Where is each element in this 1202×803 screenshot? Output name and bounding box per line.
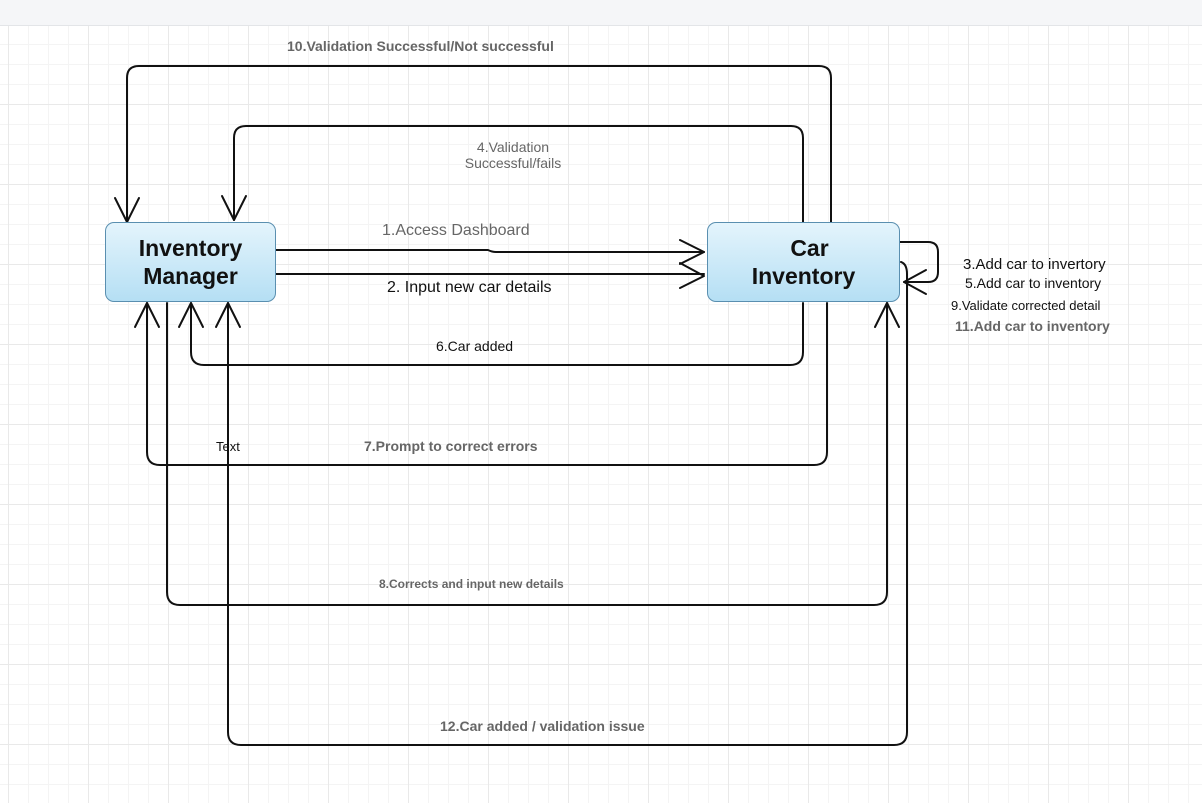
connector-6: [190, 302, 804, 366]
top-toolbar: [0, 0, 1202, 26]
message-label-3: 3.Add car to invertory: [963, 256, 1106, 273]
message-label-11: 11.Add car to inventory: [955, 318, 1110, 334]
arrowhead-6: [178, 302, 204, 328]
connector-8: [166, 302, 888, 606]
message-label-5: 5.Add car to inventory: [965, 275, 1102, 291]
arrowhead-2: [679, 262, 705, 289]
car-inventory-node[interactable]: Car Inventory: [707, 222, 900, 302]
arrowhead-self: [903, 269, 927, 295]
connector-1: [275, 249, 705, 253]
message-label-9: 9.Validate corrected detail: [951, 298, 1101, 313]
connector-self: [899, 241, 939, 283]
connector-10: [126, 65, 832, 223]
message-label-2: 2. Input new car details: [387, 279, 552, 296]
arrowhead-4: [221, 195, 247, 221]
node-label-line: Inventory: [751, 263, 856, 289]
message-label-4-line: 4.Validation: [476, 139, 550, 155]
message-label-4: 4.Validation Successful/fails: [461, 139, 565, 171]
node-label-line: Car: [790, 235, 829, 261]
message-label-4-line: Successful/fails: [464, 155, 562, 172]
arrowhead-7: [134, 302, 160, 328]
arrowhead-12: [215, 302, 241, 328]
diagram-canvas[interactable]: [0, 26, 1202, 803]
connector-12: [227, 261, 908, 746]
stray-text-label: Text: [216, 439, 240, 454]
node-label-line: Manager: [143, 263, 238, 289]
message-label-8: 8.Corrects and input new details: [379, 577, 564, 591]
message-label-12: 12.Car added / validation issue: [440, 718, 645, 734]
message-label-7: 7.Prompt to correct errors: [364, 438, 538, 454]
inventory-manager-node[interactable]: Inventory Manager: [105, 222, 276, 302]
arrowhead-8: [874, 302, 900, 328]
message-label-6: 6.Car added: [436, 338, 514, 354]
message-label-1: 1.Access Dashboard: [382, 222, 530, 239]
node-label-line: Inventory: [138, 235, 243, 261]
arrowhead-1: [679, 239, 705, 265]
connector-7: [146, 302, 828, 466]
connector-4: [233, 125, 804, 223]
message-label-10: 10.Validation Successful/Not successful: [287, 38, 554, 54]
